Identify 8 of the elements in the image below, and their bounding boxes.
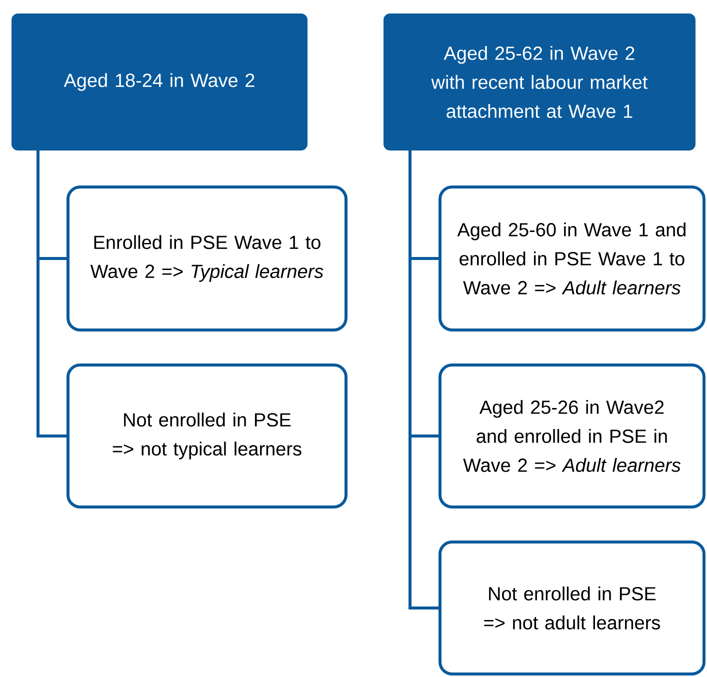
- connector-line: [36, 150, 66, 438]
- category-box: Not enrolled in PSE => not typical learners: [66, 364, 348, 508]
- category-box: Enrolled in PSE Wave 1 to Wave 2 => Typical learners: [66, 186, 348, 332]
- heading-box: Aged 25-62 in Wave 2 with recent labour market attachment at Wave 1: [384, 14, 696, 150]
- category-box: Aged 25-60 in Wave 1 and enrolled in PSE Wave 1 to Wave 2 => Adult learners: [438, 186, 706, 332]
- category-box: Aged 25-26 in Wave2 and enrolled in PSE in Wave 2 => Adult learners: [438, 364, 706, 508]
- category-box: Not enrolled in PSE => not adult learners: [438, 540, 706, 676]
- heading-box: Aged 18-24 in Wave 2: [12, 14, 308, 150]
